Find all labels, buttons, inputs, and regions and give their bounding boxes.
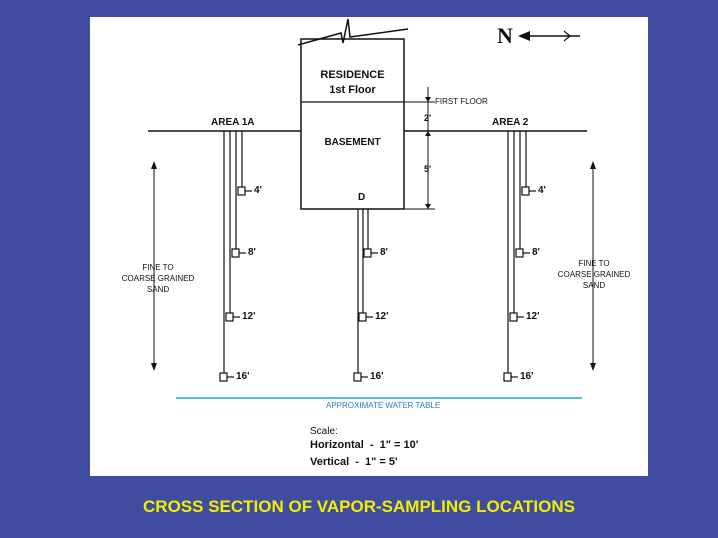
- probe-d-8: [363, 248, 372, 258]
- area-1a-label: AREA 1A: [211, 117, 255, 128]
- probe-d-12: [358, 312, 367, 322]
- probe-1a-4: [237, 186, 246, 196]
- scale-vertical: Vertical - 1" = 5': [310, 456, 398, 468]
- soil-label-right: FINE TO COARSE GRAINED SAND: [534, 258, 654, 291]
- probe-1a-12: [225, 312, 234, 322]
- soil-label-left: FINE TO COARSE GRAINED SAND: [98, 262, 218, 295]
- soil-arrow-left-bottom: [151, 363, 157, 371]
- soil-arrow-left-top: [151, 161, 157, 169]
- scale-title: Scale:: [310, 426, 338, 437]
- area-2-label: AREA 2: [492, 117, 529, 128]
- water-table-label: APPROXIMATE WATER TABLE: [326, 401, 441, 410]
- probe-2-8: [515, 248, 524, 258]
- residence-label: RESIDENCE: [320, 69, 385, 81]
- soil-right-line-2: COARSE GRAINED: [557, 270, 631, 279]
- depth-d-12: 12': [375, 311, 389, 322]
- well-group-d: [353, 209, 378, 382]
- dimension-5ft: 5': [424, 164, 432, 174]
- roof-break-line: [297, 18, 409, 46]
- north-arrow-head: [518, 31, 530, 41]
- diagram-panel: N RESIDENCE 1st Floor FIRST FLOOR BASEME…: [90, 17, 648, 476]
- depth-d-16: 16': [370, 371, 384, 382]
- north-label: N: [497, 23, 513, 48]
- soil-left-line-3: SAND: [146, 285, 170, 294]
- soil-right-line-3: SAND: [582, 281, 606, 290]
- figure-caption: CROSS SECTION OF VAPOR-SAMPLING LOCATION…: [143, 497, 575, 516]
- depth-1a-4: 4': [254, 185, 262, 196]
- depth-1a-8: 8': [248, 247, 256, 258]
- soil-left-line-2: COARSE GRAINED: [121, 274, 195, 283]
- well-label-d: D: [358, 192, 366, 203]
- basement-label: BASEMENT: [324, 137, 381, 148]
- probe-2-12: [509, 312, 518, 322]
- depth-1a-12: 12': [242, 311, 256, 322]
- soil-right-line-1: FINE TO: [578, 259, 610, 268]
- scale-horizontal: Horizontal - 1" = 10': [310, 439, 419, 451]
- residence-box: [300, 38, 405, 210]
- soil-arrow-right-top: [590, 161, 596, 169]
- depth-2-12: 12': [526, 311, 540, 322]
- probe-2-16: [503, 372, 512, 382]
- dim-arrow-up: [425, 131, 431, 136]
- probe-d-16: [353, 372, 362, 382]
- soil-left-line-1: FINE TO: [142, 263, 174, 272]
- north-arrow-feathers: [563, 30, 571, 42]
- first-floor-callout: FIRST FLOOR: [435, 97, 488, 106]
- well-group-area-2: [503, 131, 536, 382]
- probe-1a-8: [231, 248, 240, 258]
- probe-1a-16: [219, 372, 228, 382]
- depth-d-8: 8': [380, 247, 388, 258]
- cross-section-diagram: [148, 18, 596, 399]
- probe-2-4: [521, 186, 530, 196]
- well-group-area-1a: [219, 131, 252, 382]
- depth-2-16: 16': [520, 371, 534, 382]
- soil-arrow-right-bottom: [590, 363, 596, 371]
- depth-2-8: 8': [532, 247, 540, 258]
- floor-label: 1st Floor: [329, 84, 376, 96]
- depth-1a-16: 16': [236, 371, 250, 382]
- depth-2-4: 4': [538, 185, 546, 196]
- dim-arrow-down: [425, 97, 431, 102]
- dim-arrow-bottom: [425, 204, 431, 209]
- dimension-2ft: 2': [424, 113, 432, 123]
